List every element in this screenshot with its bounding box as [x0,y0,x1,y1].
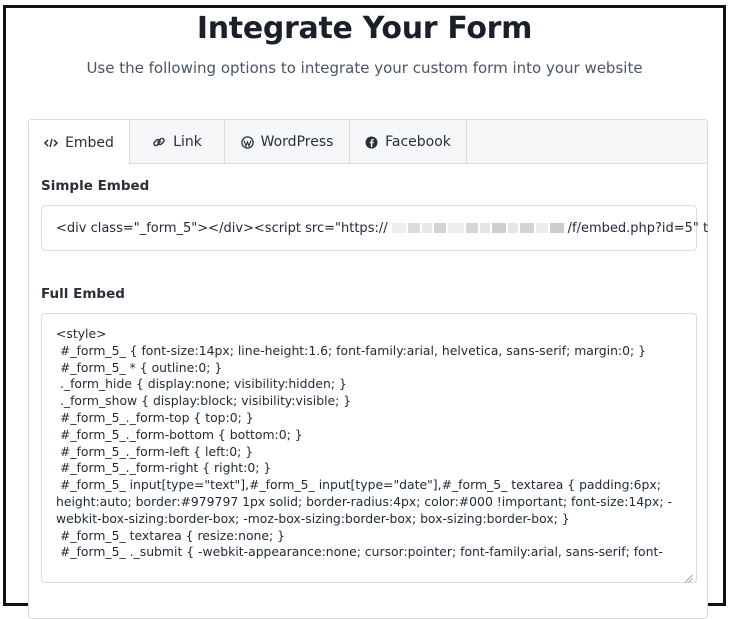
code-line: <style> [56,326,107,341]
tab-embed-label: Embed [65,134,114,151]
code-line: #_form_5_ input[type="text"],#_form_5_ i… [56,477,661,493]
code-line: #_form_5_ textarea { resize:none; } [56,527,286,543]
code-line: #_form_5_._form-top { top:0; } [56,409,254,425]
code-line: #_form_5_._form-bottom { bottom:0; } [56,426,303,442]
code-line: webkit-box-sizing:border-box; -moz-box-s… [56,510,570,526]
tab-link-label: Link [173,134,202,150]
link-icon [152,135,166,149]
resize-handle-icon[interactable] [684,570,693,583]
code-line: #_form_5_ * { outline:0; } [56,359,223,375]
code-line: #_form_5_ ._submit { -webkit-appearance:… [56,544,663,560]
wordpress-icon [240,135,254,149]
page-title: Integrate Your Form [196,11,533,46]
facebook-icon [365,136,378,149]
integration-panel: Embed Link WordPress [28,119,708,619]
code-line: #_form_5_._form-right { right:0; } [56,460,272,476]
simple-embed-label: Simple Embed [41,178,150,194]
tab-wordpress[interactable]: WordPress [225,120,350,164]
redacted-url [391,223,565,233]
tab-link[interactable]: Link [130,120,225,164]
screenshot-frame: Integrate Your Form Use the following op… [3,5,726,619]
code-line: ._form_hide { display:none; visibility:h… [56,376,347,392]
code-line: #_form_5_._form-left { left:0; } [56,443,254,459]
page-subtitle: Use the following options to integrate y… [86,59,643,77]
simple-embed-code-suffix: /f/embed.php?id=5" t [567,220,709,236]
simple-embed-code-prefix: <div class="_form_5"></div><script src="… [56,220,388,236]
code-line: ._form_show { display:block; visibility:… [56,393,352,409]
code-icon [44,137,59,149]
full-embed-label: Full Embed [41,286,125,302]
tab-facebook[interactable]: Facebook [350,120,467,164]
tab-embed[interactable]: Embed [29,120,130,165]
tab-bar: Embed Link WordPress [29,120,707,165]
full-embed-textarea[interactable]: <style> #_form_5_ { font-size:14px; line… [41,313,697,583]
code-line: #_form_5_ { font-size:14px; line-height:… [56,342,646,358]
code-line: height:auto; border:#979797 1px solid; b… [56,493,672,509]
tab-wordpress-label: WordPress [260,134,334,150]
tab-facebook-label: Facebook [385,134,451,150]
simple-embed-code[interactable]: <div class="_form_5"></div><script src="… [41,205,708,251]
